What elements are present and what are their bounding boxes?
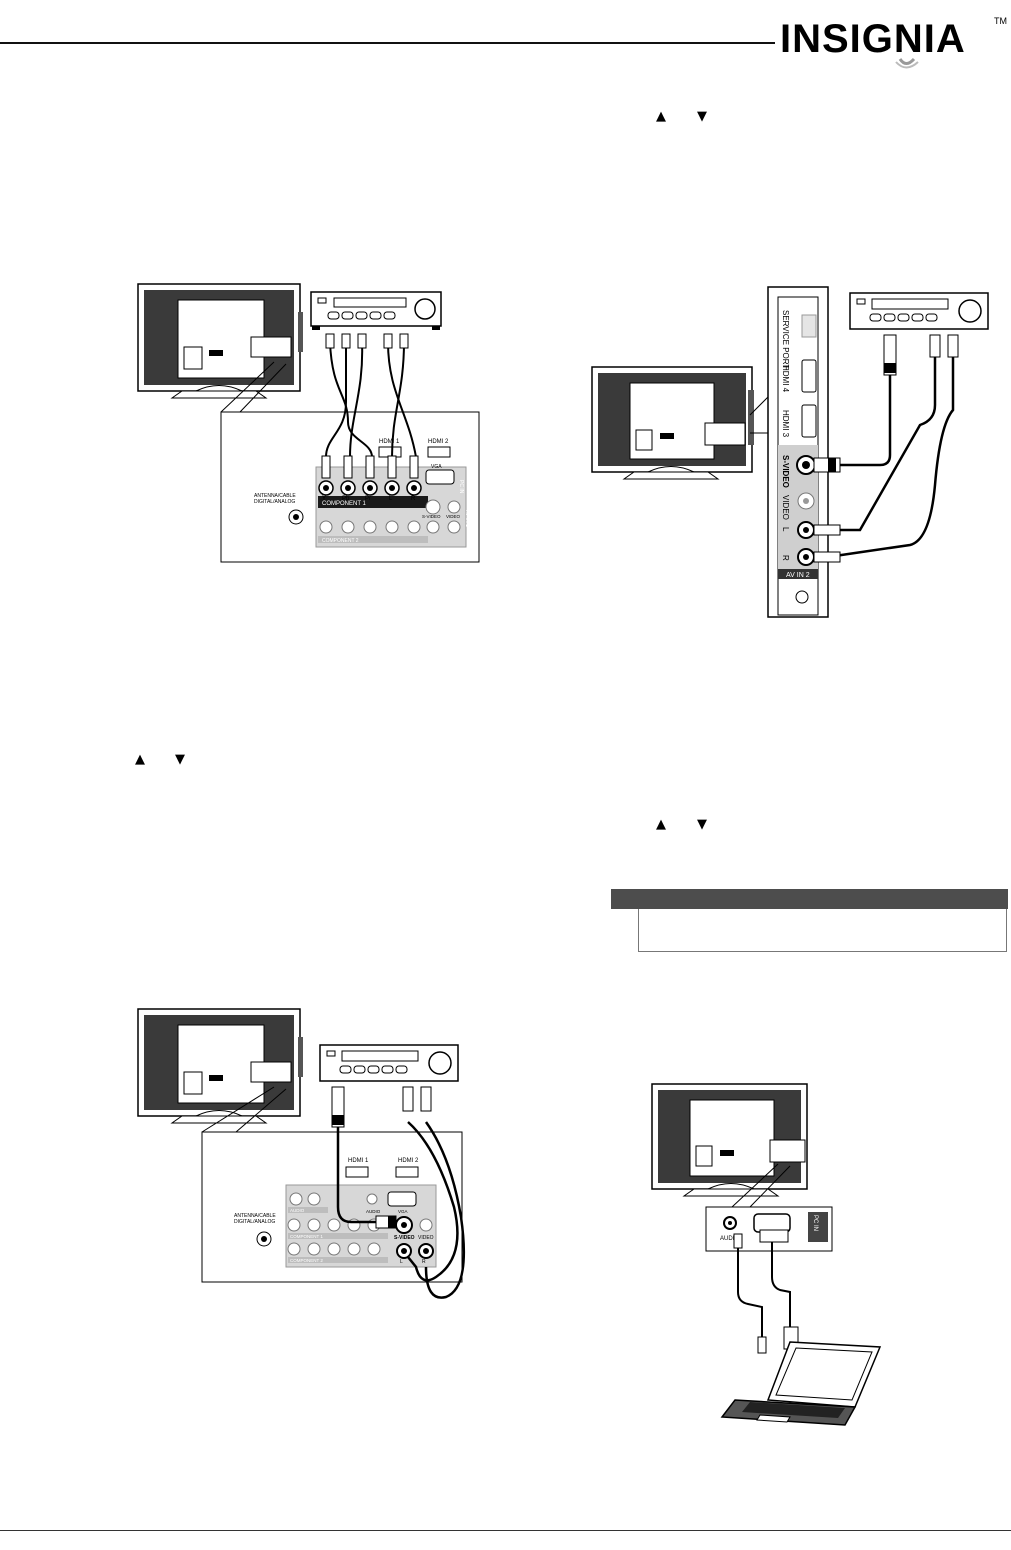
pc-cables	[737, 1242, 791, 1337]
trademark-text: TM	[994, 16, 1007, 26]
footer-rule	[0, 1530, 1011, 1531]
audio-plug-left	[929, 334, 941, 358]
component1-jacks: COMPONENT 1 Y Pb Pr L R	[318, 480, 428, 508]
hdmi3-label: HDMI 3	[781, 410, 790, 438]
hdmi1-label: HDMI 1	[379, 439, 400, 445]
vga-label: VGA	[398, 1209, 408, 1214]
tv-back-illustration	[137, 1008, 303, 1124]
component-cables	[325, 341, 417, 458]
component-jacks: COMPONENT 1 COMPONENT 2	[287, 1218, 388, 1263]
note-header-bar	[611, 889, 1008, 909]
down-arrow-icon: ▼	[697, 817, 707, 832]
avin1-jacks: S-VIDEO VIDEO AV IN 1	[422, 499, 470, 534]
component2-label: COMPONENT 2	[290, 1258, 323, 1263]
l-label: L	[400, 1259, 403, 1265]
tv-back-illustration	[137, 283, 303, 399]
up-arrow-icon: ▲	[135, 752, 145, 767]
header-rule	[0, 42, 775, 44]
component2-jacks: COMPONENT 2	[318, 520, 428, 544]
up-arrow-icon: ▲	[656, 109, 666, 124]
svideo-label: S-VIDEO	[394, 1235, 415, 1241]
vga-label: VGA	[431, 464, 442, 470]
pr-label: Pr	[365, 496, 371, 502]
up-arrow-icon: ▲	[656, 817, 666, 832]
avin1-label: AV IN 1	[464, 510, 470, 527]
hdmi1-label: HDMI 1	[348, 1158, 369, 1164]
audio-label: AUDIO	[720, 1236, 739, 1242]
laptop-illustration	[720, 1341, 882, 1426]
svideo-back-connection-diagram: HDMI 1 HDMI 2 AUDIO AUDIO VGA ANTENNA/CA…	[137, 1008, 466, 1299]
pc-connection-diagram: AUDIO PC IN	[651, 1083, 882, 1426]
av-receiver-illustration	[319, 1044, 459, 1082]
r-label: R	[422, 1259, 426, 1265]
down-arrow-icon: ▼	[697, 109, 707, 124]
audio-plug-right	[947, 334, 959, 358]
hdmi2-label: HDMI 2	[398, 1158, 419, 1164]
component-connection-diagram: HDMI 1 HDMI 2 VGA PC IN ANTENNA/CABLE DI…	[137, 283, 480, 563]
hdmi2-label: HDMI 2	[428, 439, 449, 445]
insignia-logo: INSIGNIA TM	[780, 16, 1007, 69]
antenna-sub-label: DIGITAL/ANALOG	[234, 1219, 275, 1225]
down-arrow-icon: ▼	[175, 752, 185, 767]
svideo-cables	[827, 355, 955, 559]
av-receiver-illustration	[849, 292, 989, 330]
l-label: L	[389, 496, 393, 502]
y-label: Y	[322, 496, 326, 502]
antenna-label: ANTENNA/CABLE	[254, 493, 296, 499]
tv-back-illustration	[651, 1083, 808, 1197]
note-box	[638, 909, 1007, 952]
service-port-label: SERVICE PORT	[781, 310, 790, 369]
component2-label: COMPONENT 2	[322, 538, 359, 544]
av-receiver-illustration	[310, 291, 442, 330]
pb-label: Pb	[342, 496, 350, 502]
hdmi4-label: HDMI 4	[781, 365, 790, 393]
svideo-label: S-VIDEO	[781, 455, 790, 488]
pcin-label: PC IN	[812, 1215, 818, 1231]
r-label: R	[781, 555, 790, 561]
pcin-label: PC IN	[458, 480, 464, 494]
video-label: VIDEO	[418, 1235, 434, 1241]
component1-label: COMPONENT 1	[290, 1234, 323, 1239]
video-label: VIDEO	[781, 495, 790, 520]
cable-plugs-top	[325, 333, 409, 349]
component1-label: COMPONENT 1	[322, 501, 367, 507]
r-label: R	[411, 496, 416, 502]
avin2-label: AV IN 2	[786, 572, 810, 579]
l-label: L	[781, 527, 790, 532]
cable-plugs-bottom	[321, 455, 419, 479]
brand-text: INSIGNIA	[780, 17, 966, 61]
svideo-label: S-VIDEO	[422, 514, 441, 519]
antenna-label: ANTENNA/CABLE	[234, 1213, 276, 1219]
audio-out-label: AUDIO	[290, 1208, 305, 1213]
svideo-side-connection-diagram: SERVICE PORT HDMI 4 HDMI 3 S-VIDEO VIDEO…	[591, 286, 989, 618]
tv-back-illustration	[591, 366, 754, 480]
audio-label: AUDIO	[366, 1209, 381, 1214]
svideo-cables	[336, 1121, 466, 1299]
video-label: VIDEO	[446, 514, 461, 519]
antenna-sub-label: DIGITAL/ANALOG	[254, 499, 295, 505]
